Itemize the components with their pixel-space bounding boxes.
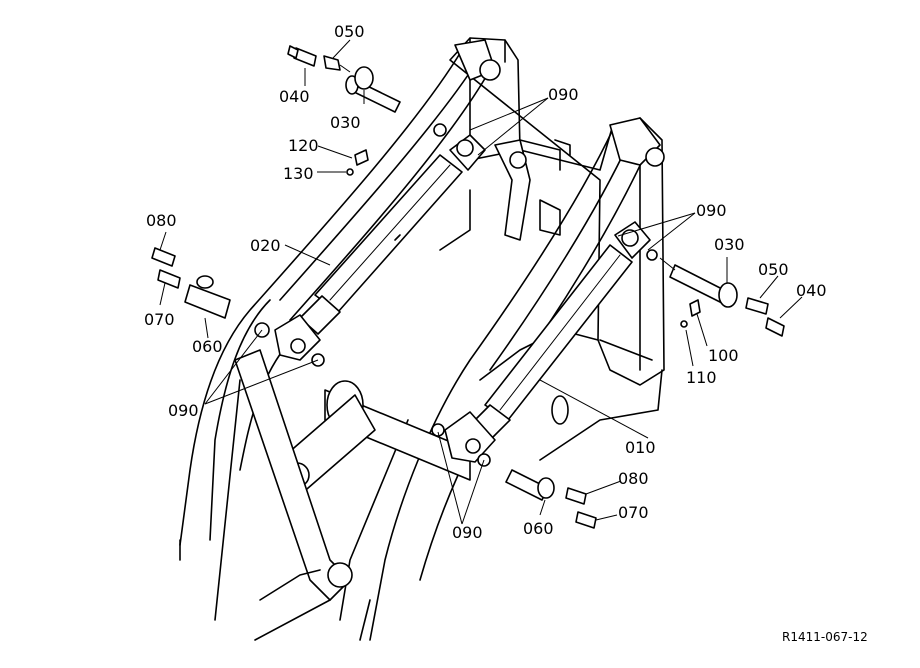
pin-assembly-right — [646, 249, 785, 337]
boom-pivot-left — [479, 59, 501, 81]
callout-070-left: 070 — [144, 310, 175, 329]
left-boom-cylinder — [274, 134, 486, 361]
callout-100: 100 — [708, 346, 739, 365]
callout-080-right: 080 — [618, 469, 649, 488]
callout-040-top: 040 — [279, 87, 310, 106]
callout-130: 130 — [283, 164, 314, 183]
tilt-link — [494, 139, 561, 241]
callout-030-top: 030 — [330, 113, 361, 132]
callout-020: 020 — [250, 236, 281, 255]
leader-lines — [159, 39, 803, 525]
bucket-link — [179, 349, 371, 641]
callout-120: 120 — [288, 136, 319, 155]
callout-050-top: 050 — [334, 22, 365, 41]
callout-040-right: 040 — [796, 281, 827, 300]
callout-080-left: 080 — [146, 211, 177, 230]
left-boom-arm — [179, 39, 501, 546]
callout-060-right: 060 — [523, 519, 554, 538]
callout-010: 010 — [625, 438, 656, 457]
pin-assembly-upper-left — [287, 45, 447, 137]
callout-110: 110 — [686, 368, 717, 387]
boom-pivot-right — [645, 147, 665, 167]
callout-060-left: 060 — [192, 337, 223, 356]
callout-070-right: 070 — [618, 503, 649, 522]
cross-tube — [279, 380, 471, 496]
grease-fittings — [346, 149, 701, 328]
callout-090-top: 090 — [548, 85, 579, 104]
callout-090-left: 090 — [168, 401, 199, 420]
reference-code: R1411-067-12 — [782, 630, 868, 644]
frame-hole — [551, 395, 569, 425]
callout-090-bottom: 090 — [452, 523, 483, 542]
callout-090-right: 090 — [696, 201, 727, 220]
callout-030-right: 030 — [714, 235, 745, 254]
callout-labels: 050 040 030 090 120 130 080 020 090 030 … — [144, 22, 868, 644]
callout-050-right: 050 — [758, 260, 789, 279]
